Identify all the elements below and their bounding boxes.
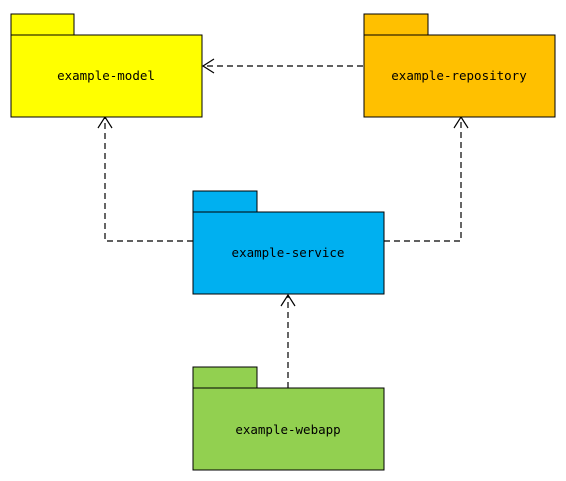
edge-service-to-repository — [384, 115, 469, 242]
package-label: example-service — [232, 245, 345, 260]
package-tab — [10, 13, 75, 36]
package-label: example-webapp — [235, 422, 340, 437]
package-tab — [192, 366, 258, 389]
package-example-repository[interactable]: example-repository — [363, 13, 556, 118]
package-body — [192, 211, 385, 295]
package-example-model[interactable]: example-model — [10, 13, 203, 118]
package-body — [10, 34, 203, 118]
package-example-service[interactable]: example-service — [192, 190, 385, 295]
edge-webapp-to-service — [280, 293, 296, 388]
package-body — [363, 34, 556, 118]
package-body — [192, 387, 385, 471]
package-example-webapp[interactable]: example-webapp — [192, 366, 385, 471]
package-label: example-repository — [391, 68, 527, 83]
package-tab — [363, 13, 429, 36]
edge-service-to-model — [97, 115, 193, 242]
package-label: example-model — [57, 68, 155, 83]
edge-repository-to-model — [201, 58, 363, 74]
package-tab — [192, 190, 258, 213]
